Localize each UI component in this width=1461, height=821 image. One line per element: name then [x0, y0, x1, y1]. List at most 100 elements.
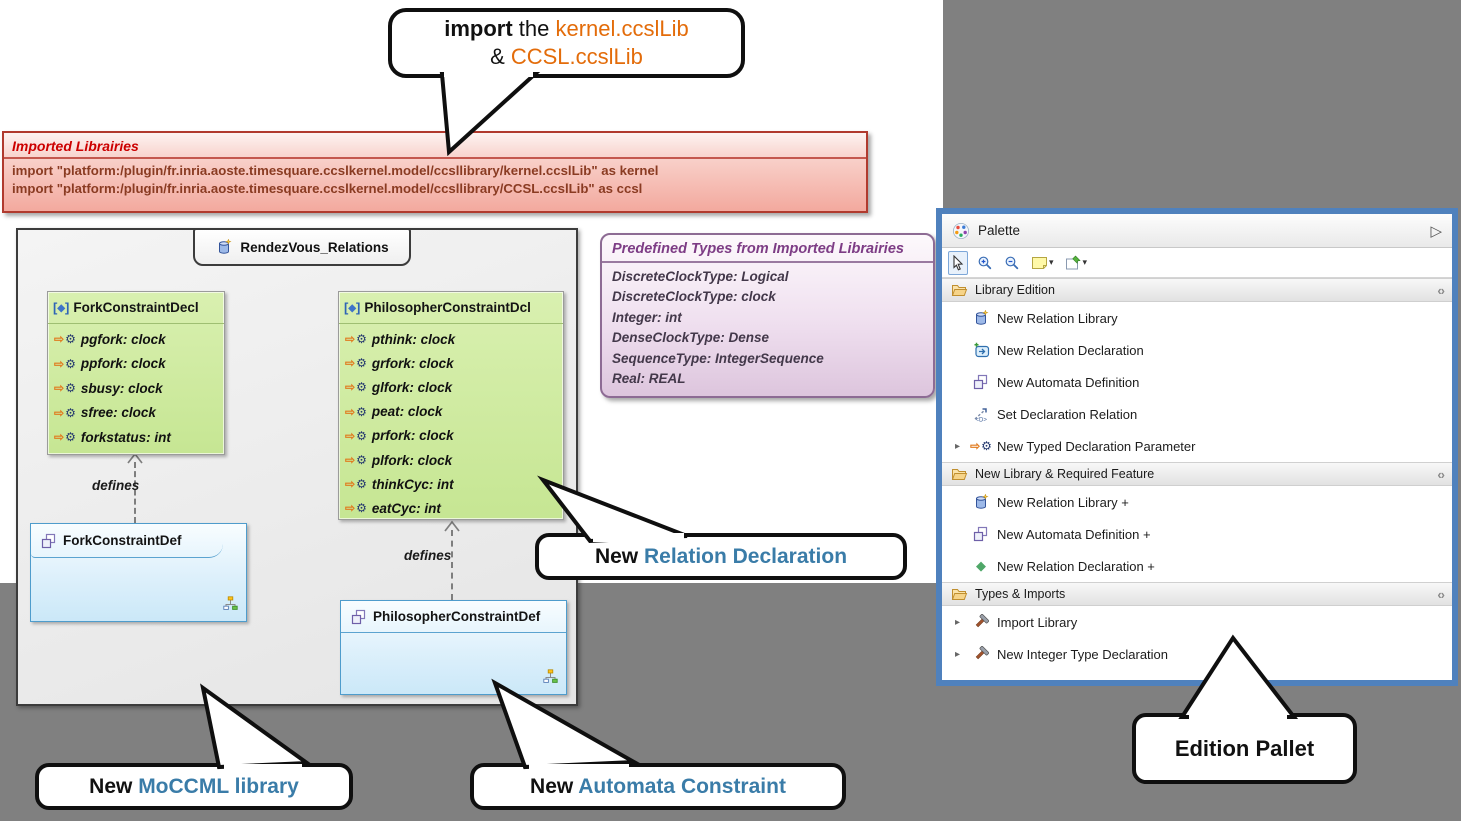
attribute-row[interactable]: ⇨⚙eatCyc: int [345, 500, 441, 516]
collapse-palette-icon[interactable]: ▷ [1430, 222, 1442, 240]
predefined-types-box[interactable]: Predefined Types from Imported Librairie… [600, 233, 935, 398]
palette-item-label: New Relation Declaration + [997, 558, 1155, 574]
attribute-gear-icon: ⚙ [65, 356, 76, 371]
attribute-gear-icon: ⚙ [356, 380, 367, 395]
diagram-tab[interactable]: RendezVous_Relations [193, 228, 411, 266]
attribute-arrow-icon: ⇨ [345, 356, 356, 371]
attribute-arrow-icon: ⇨ [345, 428, 356, 443]
expander-icon[interactable]: ▸ [955, 648, 961, 660]
zoom-in-button[interactable] [975, 251, 995, 275]
green-diamond-icon: ◆ [976, 558, 986, 573]
palette-item-new-automata-definition-plus[interactable]: New Automata Definition + [942, 518, 1452, 550]
attribute-gear-icon: ⚙ [65, 430, 76, 445]
set-declaration-relation-icon: <D> [972, 405, 990, 423]
defines-edge[interactable] [451, 530, 453, 600]
palette-section-types-and-imports[interactable]: Types & Imports ‹› [942, 582, 1452, 606]
attribute-gear-icon: ⚙ [65, 332, 76, 347]
folder-icon [950, 281, 968, 299]
attribute-row[interactable]: ⇨⚙glfork: clock [345, 379, 453, 395]
attribute-row[interactable]: ⇨⚙forkstatus: int [54, 429, 171, 445]
attribute-arrow-icon: ⇨ [345, 477, 356, 492]
callout-text: Edition Pallet [1174, 735, 1315, 761]
palette-item-new-relation-library[interactable]: New Relation Library [942, 302, 1452, 334]
folder-icon [950, 585, 968, 603]
attribute-row[interactable]: ⇨⚙peat: clock [345, 404, 443, 420]
attribute-gear-icon: ⚙ [356, 477, 367, 492]
attribute-row[interactable]: ⇨⚙ppfork: clock [54, 356, 166, 372]
predefined-type: Real: REAL [612, 371, 686, 387]
attribute-row[interactable]: ⇨⚙pthink: clock [345, 331, 456, 347]
class-box-fork-constraint-decl[interactable]: [◆] ForkConstraintDecl ⇨⚙pgfork: clock ⇨… [47, 291, 225, 455]
def-box-fork-constraint-def[interactable]: ForkConstraintDef [30, 523, 247, 622]
palette-item-new-integer-type-declaration[interactable]: ▸ New Integer Type Declaration [942, 638, 1452, 670]
attribute-row[interactable]: ⇨⚙thinkCyc: int [345, 476, 454, 492]
predefined-type: DiscreteClockType: Logical [612, 269, 789, 284]
palette-item-label: New Relation Library + [997, 494, 1129, 510]
attribute-arrow-icon: ⇨ [54, 356, 65, 371]
attribute-row[interactable]: ⇨⚙sfree: clock [54, 405, 156, 421]
attribute-gear-icon: ⚙ [356, 501, 367, 516]
pinned-note-icon [1065, 255, 1081, 269]
attribute-row[interactable]: ⇨⚙pgfork: clock [54, 331, 166, 347]
edge-arrowhead-icon [444, 520, 460, 532]
predefined-type: DiscreteClockType: clock [612, 289, 776, 305]
palette-item-new-relation-declaration-plus[interactable]: ◆ New Relation Declaration + [942, 550, 1452, 582]
subtree-icon [222, 596, 239, 616]
library-icon [972, 493, 990, 511]
pinned-note-tool-button[interactable]: ▾ [1063, 251, 1090, 275]
attribute-gear-icon: ⚙ [356, 332, 367, 347]
defines-edge[interactable] [134, 462, 136, 523]
attribute-arrow-icon: ⇨ [54, 405, 65, 420]
import-statement: import "platform:/plugin/fr.inria.aoste.… [12, 163, 659, 178]
select-cursor-icon [953, 254, 964, 271]
palette-header[interactable]: Palette ▷ [942, 214, 1452, 248]
class-box-philosopher-constraint-dcl[interactable]: [◆] PhilosopherConstraintDcl ⇨⚙pthink: c… [338, 291, 564, 520]
palette-section-library-edition[interactable]: Library Edition ‹› [942, 278, 1452, 302]
def-header: ForkConstraintDef [31, 524, 223, 558]
palette-item-new-relation-library-plus[interactable]: New Relation Library + [942, 486, 1452, 518]
palette-item-new-typed-declaration-parameter[interactable]: ▸ ⇨⚙ New Typed Declaration Parameter [942, 430, 1452, 462]
palette-item-label: New Relation Declaration [997, 342, 1144, 358]
def-header: PhilosopherConstraintDef [341, 601, 566, 633]
attribute-row[interactable]: ⇨⚙grfork: clock [345, 355, 454, 371]
attribute-row[interactable]: ⇨⚙sbusy: clock [54, 380, 163, 396]
diagram-tab-label: RendezVous_Relations [240, 239, 389, 255]
callout-new-moccml-library: New MoCCML library [35, 763, 353, 810]
callout-edition-pallet: Edition Pallet [1132, 713, 1357, 784]
imported-libraries-box[interactable]: Imported Librairies import "platform:/pl… [2, 131, 868, 213]
predefined-type: SequenceType: IntegerSequence [612, 350, 824, 366]
attribute-row[interactable]: ⇨⚙plfork: clock [345, 452, 453, 468]
pin-layout-icon[interactable]: ‹› [1437, 282, 1445, 298]
note-tool-button[interactable]: ▾ [1029, 251, 1056, 275]
palette-item-import-library[interactable]: ▸ Import Library [942, 606, 1452, 638]
dropdown-caret-icon: ▾ [1049, 257, 1054, 267]
attribute-gear-icon: ⚙ [356, 356, 367, 371]
attribute-gear-icon: ⚙ [356, 428, 367, 443]
automata-definition-icon [350, 608, 368, 626]
palette-item-new-relation-declaration[interactable]: New Relation Declaration [942, 334, 1452, 366]
palette-icon [952, 222, 970, 240]
pin-layout-icon[interactable]: ‹› [1437, 586, 1445, 602]
expander-icon[interactable]: ▸ [955, 616, 961, 628]
attribute-row[interactable]: ⇨⚙prfork: clock [345, 428, 454, 444]
callout-text: import the kernel.ccslLib & CCSL.ccslLib [444, 16, 689, 69]
palette-toolbar: ▾ ▾ [942, 248, 1452, 278]
def-box-philosopher-constraint-def[interactable]: PhilosopherConstraintDef [340, 600, 567, 695]
attribute-gear-icon: ⚙ [356, 404, 367, 419]
select-tool-button[interactable] [948, 250, 968, 275]
palette-section-new-library-required-feature[interactable]: New Library & Required Feature ‹› [942, 462, 1452, 486]
zoom-out-button[interactable] [1002, 251, 1022, 275]
pin-layout-icon[interactable]: ‹› [1437, 466, 1445, 482]
palette-item-set-declaration-relation[interactable]: <D> Set Declaration Relation [942, 398, 1452, 430]
imported-libraries-title: Imported Librairies [4, 133, 866, 159]
import-statement: import "platform:/plugin/fr.inria.aoste.… [12, 180, 643, 196]
palette-item-label: New Integer Type Declaration [997, 646, 1169, 662]
callout-tail [1178, 634, 1299, 723]
palette-item-new-automata-definition[interactable]: New Automata Definition [942, 366, 1452, 398]
hammer-icon [972, 645, 990, 663]
expander-icon[interactable]: ▸ [955, 440, 961, 452]
attribute-arrow-icon: ⇨ [54, 381, 65, 396]
palette-panel: Palette ▷ [936, 208, 1458, 686]
callout-new-automata-constraint: New Automata Constraint [470, 763, 846, 810]
